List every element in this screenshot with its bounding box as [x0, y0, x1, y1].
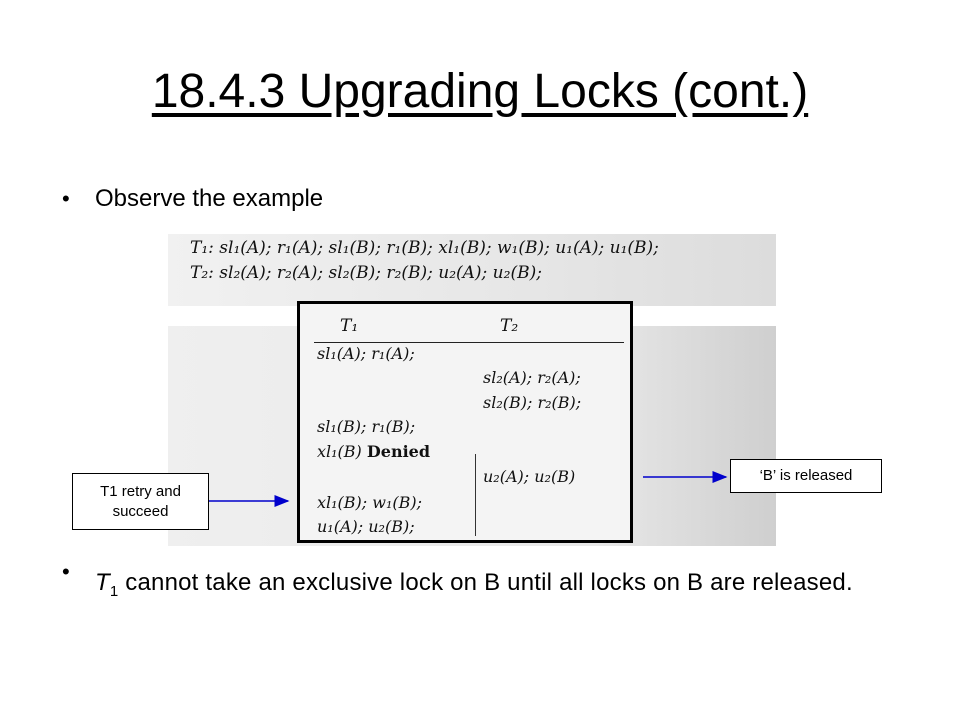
row-3-t2: sl₂(B); r₂(B); [483, 393, 582, 412]
column-divider [475, 454, 476, 536]
row-5-t1-op: xl₁(B) [317, 442, 362, 461]
schedule-table: T₁ T₂ sl₁(A); r₁(A); sl₂(A); r₂(A); sl₂(… [297, 301, 633, 543]
row-1-t1: sl₁(A); r₁(A); [317, 344, 415, 363]
header-t2: T₂ [500, 316, 519, 336]
bullet-text: T1 cannot take an exclusive lock on B un… [95, 557, 885, 618]
callout-retry: T1 retry and succeed [72, 473, 209, 530]
slide-title: 18.4.3 Upgrading Locks (cont.) [151, 65, 809, 118]
scan-sequence-image [168, 234, 776, 306]
row-4-t1: sl₁(B); r₁(B); [317, 417, 416, 436]
bullet-dot-icon: • [62, 559, 70, 584]
denied-label: Denied [366, 442, 431, 461]
bullet-body: cannot take an exclusive lock on B until… [118, 569, 853, 596]
bullet-dot-icon: • [62, 186, 70, 211]
bullet-text: Observe the example [95, 185, 324, 212]
header-t1: T₁ [340, 316, 359, 336]
row-7-t1: xl₁(B); w₁(B); [317, 493, 423, 512]
t1-sequence: T₁: sl₁(A); r₁(A); sl₁(B); r₁(B); xl₁(B)… [190, 238, 659, 258]
row-2-t2: sl₂(A); r₂(A); [483, 368, 581, 387]
row-6-t2: u₂(A); u₂(B) [483, 467, 576, 486]
t2-sequence: T₂: sl₂(A); r₂(A); sl₂(B); r₂(B); u₂(A);… [190, 263, 542, 283]
row-5-t1: xl₁(B) Denied [317, 442, 430, 461]
callout-released: ‘B’ is released [730, 459, 882, 493]
row-8-t1: u₁(A); u₂(B); [317, 517, 415, 536]
header-rule [314, 342, 624, 343]
t-symbol: T [95, 569, 110, 596]
t-subscript: 1 [109, 582, 119, 600]
